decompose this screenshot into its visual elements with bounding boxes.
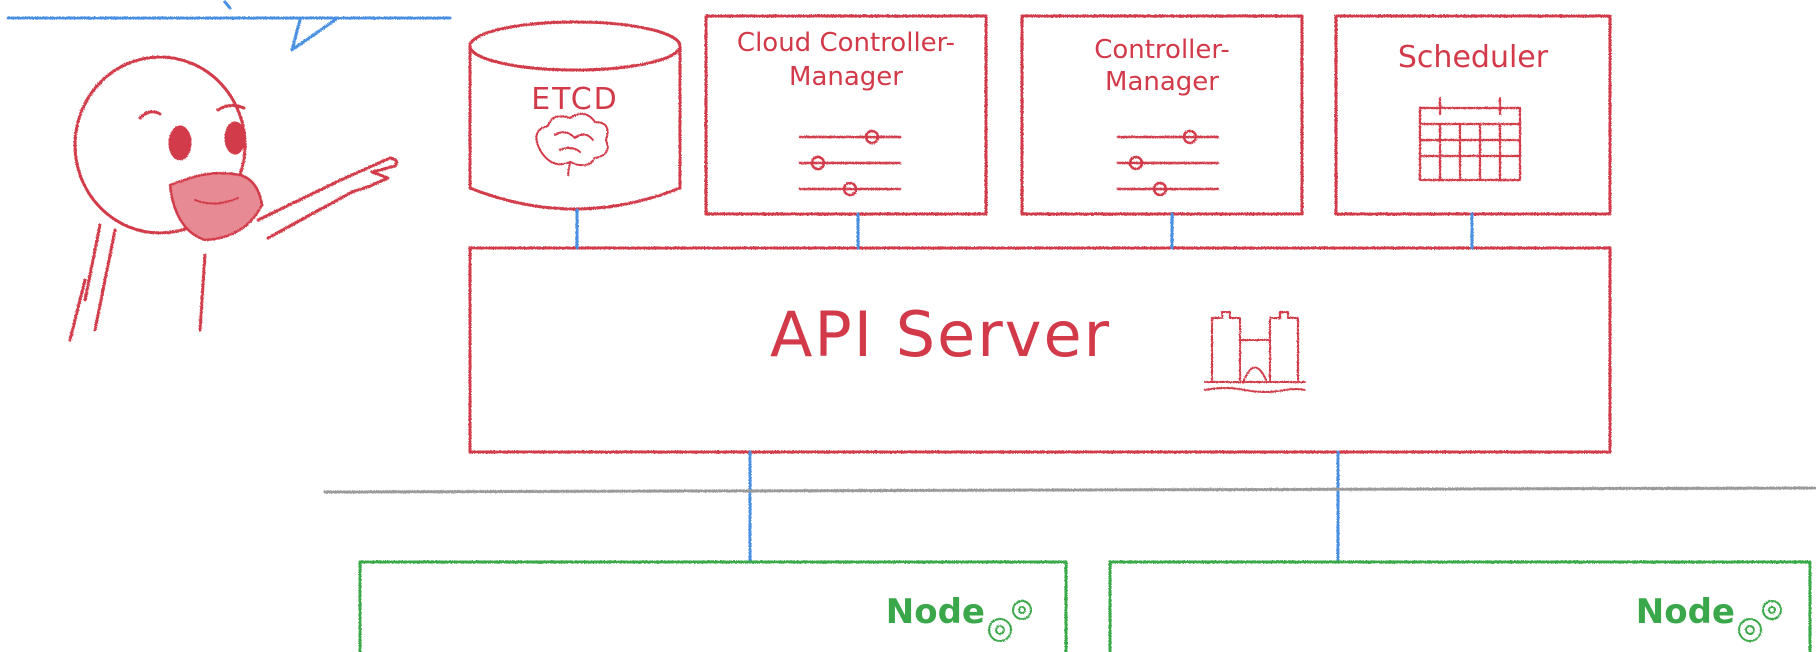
sliders-icon	[1116, 129, 1220, 197]
controller-manager-label: Controller- Manager	[1022, 34, 1302, 98]
api-server-label: API Server	[770, 298, 1112, 371]
node-label: Node	[1635, 592, 1735, 632]
calendar-icon	[1418, 96, 1522, 182]
node-box	[1108, 560, 1812, 652]
cloud-controller-manager-line2: Manager	[789, 62, 903, 92]
etcd-box	[468, 20, 682, 211]
head-icon	[73, 55, 247, 235]
sliders-icon	[798, 129, 902, 197]
brain-icon	[535, 112, 609, 176]
presenter-character	[68, 55, 399, 342]
cloud-controller-manager-line1: Cloud Controller-	[736, 28, 956, 58]
node-label: Node	[885, 592, 985, 632]
cloud-controller-manager-box	[704, 14, 988, 216]
speech-bubble	[6, 0, 452, 52]
controller-manager-line2: Manager	[1105, 67, 1219, 97]
scheduler-label: Scheduler	[1397, 40, 1549, 75]
network-line	[323, 486, 1816, 494]
connectors	[575, 208, 1474, 562]
castle-icon	[1204, 311, 1306, 393]
gears-icon	[1738, 600, 1782, 642]
cloud-controller-manager-label: Cloud Controller- Manager	[706, 26, 986, 94]
controller-manager-line1: Controller-	[1094, 35, 1230, 65]
api-server-box	[468, 246, 1612, 454]
controller-manager-box	[1020, 14, 1304, 216]
node-box	[358, 560, 1068, 652]
etcd-label: ETCD	[531, 82, 619, 117]
gears-icon	[988, 600, 1032, 642]
